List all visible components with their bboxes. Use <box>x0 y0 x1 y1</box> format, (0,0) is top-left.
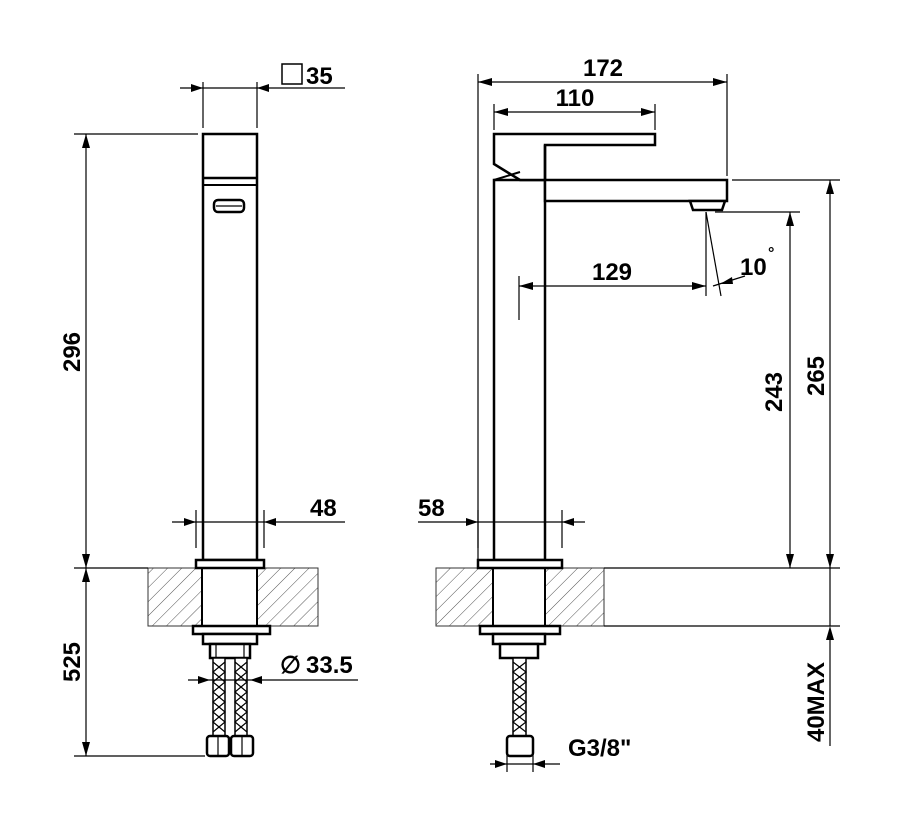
side-counter-slab <box>435 567 840 627</box>
dim-label-40max: 40MAX <box>803 662 830 742</box>
dim-outlet-243: 243 <box>715 211 800 568</box>
dim-label-525: 525 <box>59 642 86 682</box>
dim-total-265: 265 <box>604 179 840 569</box>
dim-thread-g3-8: G3/8" <box>490 735 631 772</box>
front-counter-slab <box>147 567 319 627</box>
dim-label-243: 243 <box>761 372 788 412</box>
dim-label-35: 35 <box>306 63 333 90</box>
dim-base-58: 58 <box>418 495 585 548</box>
dim-label-33-5: 33.5 <box>306 652 353 679</box>
side-fixing-assembly <box>478 624 562 758</box>
dim-height-296: 296 <box>59 133 198 568</box>
dim-max-40: 40MAX <box>803 568 834 746</box>
dim-label-10: 10 <box>740 254 767 281</box>
dim-lever-110: 110 <box>493 85 656 130</box>
front-fixing-assembly <box>191 624 272 758</box>
dim-label-265: 265 <box>803 356 830 396</box>
front-faucet-body <box>194 132 266 570</box>
dim-width-48: 48 <box>172 495 345 548</box>
dim-label-172: 172 <box>583 55 623 82</box>
dim-below-525: 525 <box>59 567 205 757</box>
front-view: 35 296 48 525 <box>59 63 358 758</box>
dim-label-296: 296 <box>59 332 86 372</box>
side-faucet-body <box>476 132 729 570</box>
side-view: 172 110 129 10 ° <box>418 55 840 772</box>
diameter-symbol-icon: ∅ <box>280 652 301 679</box>
dim-reach-129: 129 <box>518 259 706 320</box>
dim-label-g3-8: G3/8" <box>568 735 631 762</box>
dim-label-110: 110 <box>556 85 595 112</box>
degree-symbol: ° <box>768 245 774 262</box>
dim-diameter-33-5: ∅ 33.5 <box>188 652 358 684</box>
square-symbol-icon <box>281 63 303 85</box>
dim-square-35: 35 <box>180 63 345 128</box>
dim-label-48: 48 <box>310 495 337 522</box>
dim-depth-172: 172 <box>477 55 728 560</box>
dim-angle-10: 10 ° <box>705 211 774 297</box>
dim-label-129: 129 <box>592 259 632 286</box>
dim-label-58: 58 <box>418 495 445 522</box>
